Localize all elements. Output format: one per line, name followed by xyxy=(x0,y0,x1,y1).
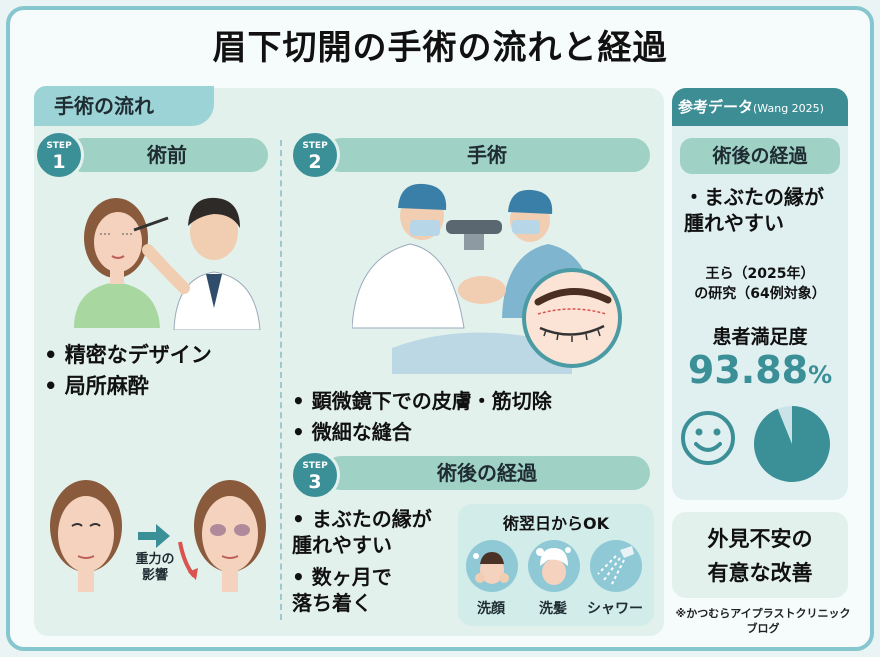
ok-box-title: 術翌日からOK xyxy=(502,514,609,533)
step-3-badge-label: STEP xyxy=(302,461,328,471)
gravity-label: 重力の 影響 xyxy=(135,552,175,583)
step-1-badge-number: 1 xyxy=(52,151,66,173)
source-note: ※かつむらアイプラストクリニック ブログ xyxy=(675,607,851,635)
hair-wash-label: 洗髪 xyxy=(539,601,567,617)
pre-op-illustration xyxy=(64,178,264,330)
shower-icon xyxy=(590,540,642,592)
step-2-badge: STEP 2 xyxy=(290,130,340,180)
satisfaction-unit: % xyxy=(808,361,833,389)
column-divider xyxy=(280,140,282,620)
result-box: 外見不安の 有意な改善 xyxy=(672,512,848,598)
page-title: 眉下切開の手術の流れと経過 xyxy=(212,28,668,68)
step-1-title: 術前 xyxy=(66,138,268,172)
smiley-face-icon xyxy=(681,411,735,465)
step-3-bullet: まぶたの縁が 腫れやすい xyxy=(292,506,454,558)
face-wash-icon xyxy=(466,540,518,592)
step-2-title: 手術 xyxy=(324,138,650,172)
pie-satisfied-slice xyxy=(753,406,830,482)
reference-study: 王ら（2025年） の研究（64例対象） xyxy=(694,266,826,302)
hair-wash-icon xyxy=(528,540,580,592)
satisfaction-pie xyxy=(753,406,830,482)
flow-panel-title: 手術の流れ xyxy=(34,86,214,126)
step-3-badge: STEP 3 xyxy=(290,450,340,500)
shower-label: シャワー xyxy=(587,601,643,617)
reference-header: 参考データ(Wang 2025) xyxy=(672,88,848,126)
reference-header-note: (Wang 2025) xyxy=(753,102,824,115)
reference-subtitle: 術後の経過 xyxy=(680,138,840,174)
step-2-bullets: 顕微鏡下での皮膚・筋切除 微細な縫合 xyxy=(292,386,552,448)
step-1-bullet: 精密なデザイン xyxy=(44,340,212,371)
step-2-bullet: 顕微鏡下での皮膚・筋切除 xyxy=(292,386,552,417)
step-3-bullet: 数ヶ月で 落ち着く xyxy=(292,564,454,616)
satisfaction-value: 93.88% xyxy=(672,348,848,392)
step-2-badge-number: 2 xyxy=(308,151,322,173)
step-3-title: 術後の経過 xyxy=(324,456,650,490)
step-1-bullet: 局所麻酔 xyxy=(44,371,212,402)
step-1-bullets: 精密なデザイン 局所麻酔 xyxy=(44,340,212,402)
reference-swelling: ・まぶたの縁が 腫れやすい xyxy=(684,185,824,235)
gravity-illustration xyxy=(50,480,266,592)
step-3-bullets: まぶたの縁が 腫れやすい 数ヶ月で 落ち着く xyxy=(292,506,454,616)
reference-header-title: 参考データ xyxy=(678,98,754,116)
satisfaction-number: 93.88 xyxy=(687,348,809,392)
satisfaction-label: 患者満足度 xyxy=(712,326,808,348)
step-2-badge-label: STEP xyxy=(302,141,328,151)
eyelid-closeup xyxy=(522,268,622,368)
step-3-badge-number: 3 xyxy=(308,471,322,493)
step-2-bullet: 微細な縫合 xyxy=(292,417,552,448)
step-1-badge-label: STEP xyxy=(46,141,72,151)
face-wash-label: 洗顔 xyxy=(477,601,505,617)
step-1-badge: STEP 1 xyxy=(34,130,84,180)
